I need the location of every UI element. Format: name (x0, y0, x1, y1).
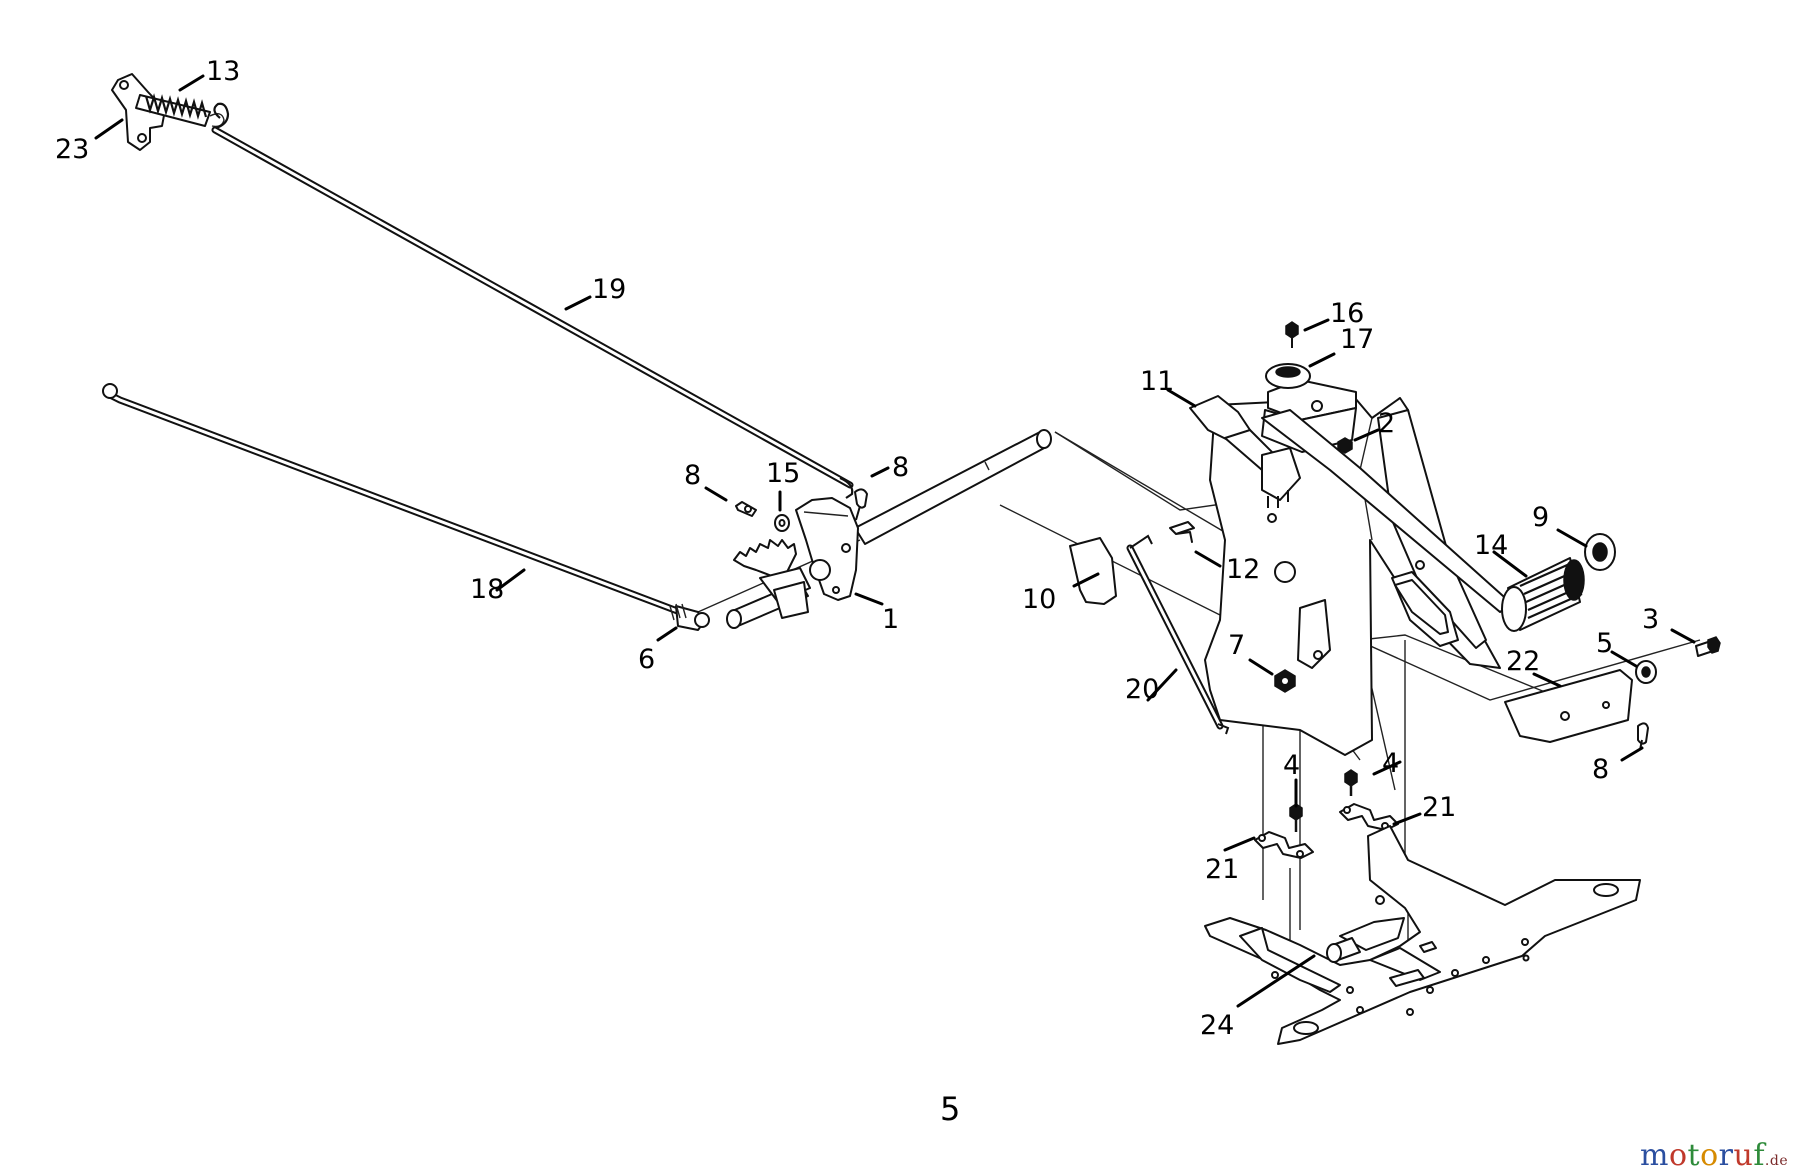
rod-20 (1126, 534, 1230, 735)
callout-10: 10 (1022, 584, 1057, 615)
rod-19 (211, 102, 854, 499)
brand-letter: t (1687, 1138, 1701, 1173)
callout-21a: 21 (1422, 792, 1457, 823)
roller-14 (1501, 557, 1585, 632)
spring-bracket-assembly (111, 73, 225, 151)
callout-21b: 21 (1205, 854, 1240, 885)
callout-leaders (94, 74, 1696, 1008)
base-plate (1204, 825, 1641, 1045)
callout-15: 15 (766, 458, 801, 489)
brand-letter: m (1640, 1138, 1669, 1173)
brand-letter: f (1753, 1138, 1765, 1173)
knob-16-17 (1265, 321, 1311, 389)
page-number: 5 (940, 1090, 961, 1128)
block-10 (1069, 537, 1117, 605)
callout-4a: 4 (1283, 750, 1301, 781)
quadrant-plate-1 (795, 497, 859, 601)
callout-20: 20 (1125, 674, 1160, 705)
callout-3: 3 (1642, 604, 1660, 635)
callout-7: 7 (1228, 630, 1246, 661)
quadrant-shaft-assembly (726, 429, 1052, 629)
bracket-23 (111, 73, 166, 151)
callout-4b: 4 (1382, 748, 1400, 779)
callout-8c: 8 (1592, 754, 1610, 785)
bolt-4b (1344, 769, 1358, 787)
brace-22 (1504, 669, 1633, 743)
callout-23: 23 (55, 134, 90, 165)
brand-letter: o (1700, 1138, 1719, 1173)
brand-logo: motoruf.de (1640, 1138, 1788, 1173)
callout-22: 22 (1506, 646, 1541, 677)
callout-2: 2 (1378, 408, 1396, 439)
callout-8b: 8 (892, 452, 910, 483)
callout-14: 14 (1474, 530, 1509, 561)
callout-5: 5 (1596, 628, 1614, 659)
brand-tld: .de (1764, 1153, 1789, 1169)
screw-16 (1285, 321, 1299, 339)
brand-letter: u (1733, 1138, 1754, 1173)
callout-16: 16 (1330, 298, 1365, 329)
callout-19: 19 (592, 274, 627, 305)
clip-12 (1169, 521, 1195, 543)
callout-1: 1 (882, 604, 900, 635)
washer-9 (1584, 533, 1616, 571)
callout-11: 11 (1140, 366, 1175, 397)
brand-letter: r (1718, 1138, 1734, 1173)
hair-pin-8c (1637, 722, 1649, 745)
clamp-21a (1254, 831, 1314, 859)
callout-24: 24 (1200, 1010, 1235, 1041)
callout-12: 12 (1226, 554, 1261, 585)
hair-pin-8b (854, 488, 868, 509)
brand-letter: o (1668, 1138, 1688, 1173)
callout-18: 18 (470, 574, 505, 605)
callout-13: 13 (206, 56, 241, 87)
rod-18 (102, 383, 710, 631)
callout-9: 9 (1532, 502, 1550, 533)
callout-17: 17 (1340, 324, 1375, 355)
lever-11 (1189, 395, 1513, 613)
bolt-3 (1695, 636, 1721, 657)
callout-8a: 8 (684, 460, 702, 491)
callout-6: 6 (638, 644, 656, 675)
